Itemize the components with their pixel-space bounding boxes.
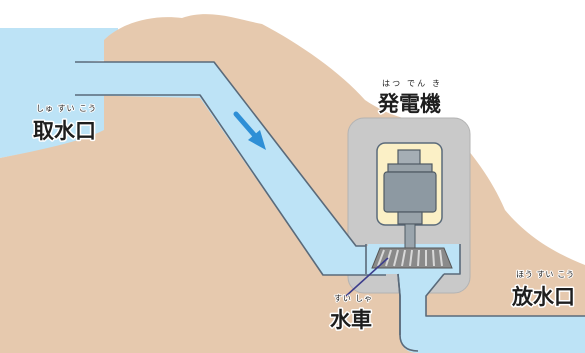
generator-label: 発電機	[377, 92, 441, 116]
generator-ruby: はつ でん き	[382, 79, 440, 88]
channel-outlines	[75, 61, 585, 352]
flow-arrow	[233, 111, 266, 150]
label-outlet: ほう すい こう 放水口	[510, 269, 577, 311]
intake-ruby: しゅ すい こう	[36, 104, 96, 113]
label-waterwheel: すい しゃ 水車	[329, 293, 374, 334]
outlet-ruby: ほう すい こう	[516, 270, 574, 279]
tailrace-channel	[398, 274, 585, 353]
label-intake: しゅ すい こう 取水口	[32, 103, 98, 145]
penstock-channel	[75, 62, 386, 275]
label-generator: はつ でん き 発電機	[376, 78, 443, 118]
generator-shaft	[404, 223, 416, 251]
intake-label: 取水口	[33, 119, 96, 143]
waterwheel-label: 水車	[330, 308, 372, 332]
waterwheel-ruby: すい しゃ	[334, 294, 372, 303]
generator	[383, 149, 437, 225]
turbine-blades	[371, 247, 453, 269]
reservoir	[0, 28, 118, 158]
waterwheel-pointer	[345, 257, 389, 297]
outlet-label: 放水口	[511, 285, 575, 309]
